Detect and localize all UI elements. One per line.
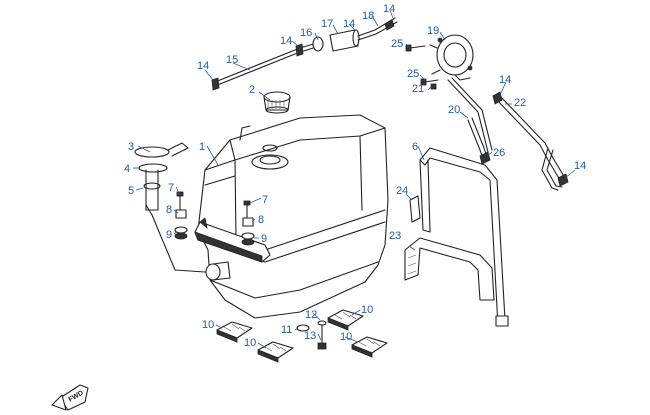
- callout-10: 10: [244, 337, 256, 349]
- callout-3: 3: [128, 141, 134, 153]
- callout-18: 18: [362, 10, 374, 22]
- tank-strap-upper: [419, 147, 509, 327]
- callout-14: 14: [280, 35, 292, 47]
- right-bolt-set: [241, 200, 255, 246]
- callout-10: 10: [340, 331, 352, 343]
- strap-bracket: [409, 195, 421, 223]
- pump-screw: [405, 44, 426, 52]
- tank-strap-lower: [404, 237, 495, 301]
- rubber-pad: [351, 336, 388, 358]
- callout-21: 21: [412, 83, 424, 95]
- left-bolt-set: [174, 191, 188, 240]
- callout-22: 22: [514, 97, 526, 109]
- tube-clamp: [479, 151, 491, 165]
- pump-outlet-tube: [430, 77, 493, 163]
- tank-mounting-strap: [194, 217, 271, 263]
- callout-2: 2: [249, 84, 255, 96]
- callout-8: 8: [166, 204, 172, 216]
- callout-15: 15: [226, 54, 238, 66]
- forward-direction-arrow: FWD: [51, 384, 89, 411]
- vent-hose: [492, 91, 569, 191]
- fuel-cap: [263, 91, 291, 114]
- callout-8: 8: [258, 214, 264, 226]
- callout-16: 16: [300, 27, 312, 39]
- callout-14: 14: [343, 18, 355, 30]
- callout-1: 1: [199, 141, 205, 153]
- callout-7: 7: [262, 194, 268, 206]
- callout-14: 14: [499, 74, 511, 86]
- callout-23: 23: [389, 230, 401, 242]
- leader-lines: [133, 9, 576, 349]
- callout-25: 25: [391, 38, 403, 50]
- callout-14: 14: [574, 160, 586, 172]
- bottom-bolt-set: [296, 320, 327, 350]
- rubber-pad: [216, 321, 253, 343]
- callout-14: 14: [383, 3, 395, 15]
- callout-10: 10: [361, 304, 373, 316]
- callout-6: 6: [412, 141, 418, 153]
- callout-17: 17: [321, 18, 333, 30]
- fuel-tank: [197, 114, 389, 319]
- callout-25: 25: [407, 68, 419, 80]
- rubber-pad: [257, 341, 294, 363]
- fuel-line-assembly: [211, 17, 398, 91]
- callout-24: 24: [396, 185, 408, 197]
- callout-13: 13: [304, 330, 316, 342]
- callout-10: 10: [202, 319, 214, 331]
- callout-7: 7: [168, 182, 174, 194]
- callout-labels: 1 2 3 4 5 6 7 7 8 8 9 9 10 10 10 10 11 1…: [124, 3, 586, 349]
- callout-4: 4: [124, 163, 130, 175]
- callout-5: 5: [128, 185, 134, 197]
- fuel-sender-assembly: [134, 142, 206, 273]
- callout-19: 19: [427, 25, 439, 37]
- callout-14: 14: [197, 60, 209, 72]
- fuel-pump: [429, 34, 474, 81]
- rubber-pad: [327, 309, 364, 331]
- callout-20: 20: [448, 104, 460, 116]
- callout-9: 9: [261, 233, 267, 245]
- callout-9: 9: [166, 229, 172, 241]
- callout-26: 26: [493, 147, 505, 159]
- callout-12: 12: [305, 309, 317, 321]
- callout-11: 11: [281, 324, 292, 336]
